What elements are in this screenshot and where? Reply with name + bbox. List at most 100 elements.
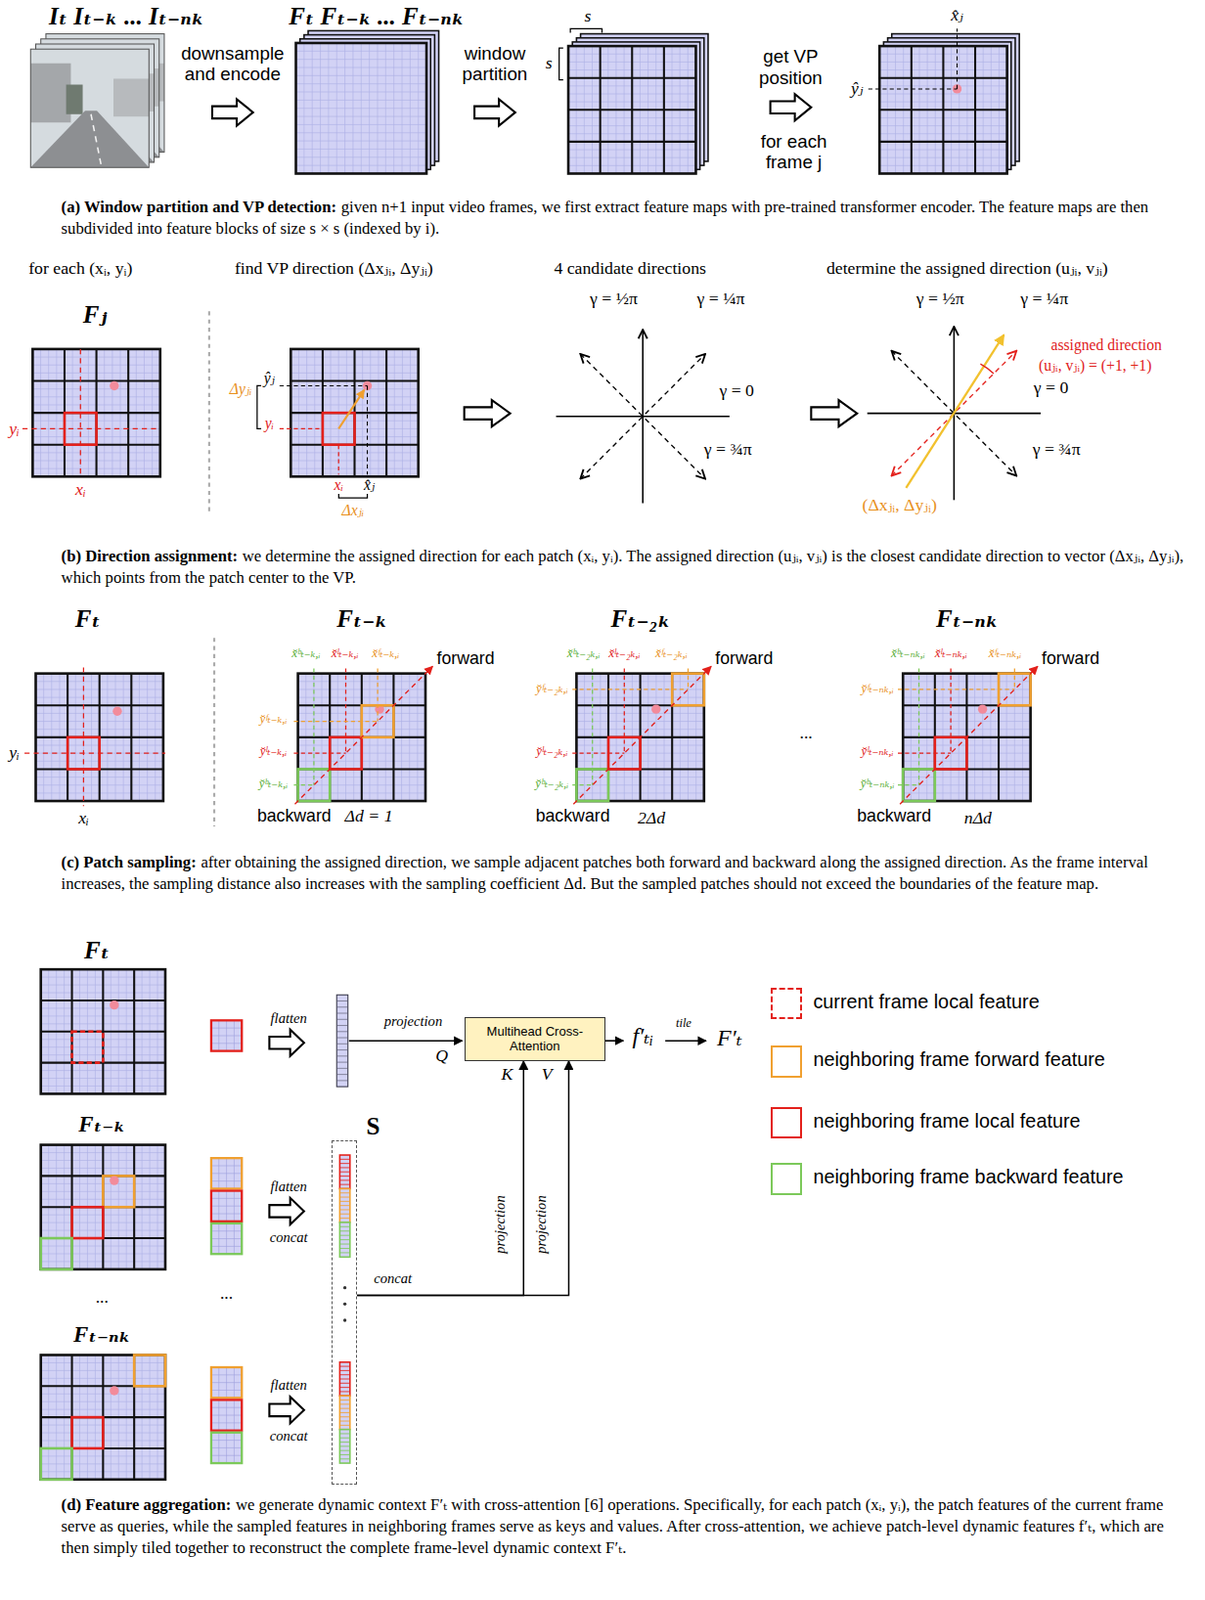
window-line [974,45,977,174]
sampled-feature-set: S [331,1140,358,1485]
tile-arrow [665,1039,707,1042]
label: F′ₜ [716,1025,743,1053]
label: projection [532,1195,549,1253]
tree [66,85,84,115]
fine-grid-line [401,43,403,175]
label: Δd = 1 [345,805,394,826]
vp-guide [366,385,368,475]
label: 4 candidate directions [553,258,706,278]
label: x̆ˡₜ₋ₖ,ᵢ [331,645,359,661]
token-line [336,1030,348,1032]
process-arrow [268,1029,304,1057]
label: y̆ᶠₜ₋ₖ,ᵢ [259,711,287,726]
label: determine the assigned direction (uⱼᵢ, v… [826,258,1109,278]
window-line [568,140,696,143]
token-line [339,1383,350,1384]
fine-grid-line [211,1455,242,1457]
feature-map-border [568,45,696,174]
fine-grid-line [211,1034,242,1036]
fine-grid-line [233,1367,235,1398]
vp-vector [905,334,1004,488]
label: projection [491,1195,509,1253]
fine-grid-line [211,1382,242,1384]
caption-heading: (c) Patch sampling: [61,852,197,872]
sample-guide [949,668,951,754]
feature-map-border [41,969,166,1094]
label: for each frame j [742,131,845,174]
connector [357,1061,569,1296]
label: 2Δd [637,807,666,828]
process-arrow [212,98,254,126]
patch-box [72,1031,104,1064]
query-arrow [349,1039,463,1042]
label: (uⱼᵢ, vⱼᵢ) = (+1, +1) [1038,357,1152,375]
token-line [339,1432,350,1434]
vp-guide [279,385,368,387]
fine-grid-line [417,43,419,175]
feature-map [568,45,696,174]
token-line [336,1068,348,1070]
fine-grid-line [296,148,428,150]
patch-icon-border [211,1158,242,1189]
token-line [339,1192,350,1194]
fine-grid-line [663,45,665,174]
fine-grid-line [131,673,133,802]
vp-guide [868,88,958,90]
label: x̆ᵇₜ₋ₖ,ᵢ [291,645,320,661]
token-line [339,1390,350,1392]
label: ... [220,1283,233,1303]
sampling-direction [899,666,1038,804]
sample-guide [572,753,625,755]
vanishing-point [109,1385,119,1395]
query-vector [336,994,348,1087]
label: s [545,52,553,73]
label: concat [373,1270,412,1288]
label: x̆ˡₜ₋₂ₖ,ᵢ [608,645,640,661]
token-line [339,1454,350,1456]
label: yᵢ [8,418,20,439]
sample-guide [1014,668,1016,690]
patch-box [102,1175,134,1207]
label: γ = ½π [589,288,638,309]
label: y̆ᶠₜ₋₂ₖ,ᵢ [535,680,569,696]
offset-bracket [338,493,367,498]
token-line [339,1437,350,1439]
caption-heading: (b) Direction assignment: [61,546,238,566]
label: for each (xᵢ, yᵢ) [28,258,133,278]
label: forward [436,648,494,669]
caption-text: after obtaining the assigned direction, … [61,852,1149,893]
patch-icon-border [211,1432,242,1464]
label: flatten [270,1010,308,1027]
patch-icon-border [211,1020,242,1051]
label: yᵢ [8,742,20,762]
token-vector [339,1188,350,1222]
label: projection [384,1013,443,1030]
label: ... [799,722,812,743]
sampling-direction [573,666,712,804]
feature-map [290,349,418,477]
fine-grid-line [376,43,378,175]
feature-map [41,1145,166,1270]
feature-map-border [296,43,428,175]
label: y̆ᵇₜ₋ₙₖ,ᵢ [860,775,895,791]
fine-grid-line [296,107,428,109]
patch-box [41,1448,73,1480]
label: Δyⱼᵢ [229,380,253,399]
label: ŷⱼ [264,369,275,388]
sample-guide [572,688,688,690]
process-arrow [464,400,511,427]
process-arrow [810,400,857,427]
token-line [339,1425,350,1427]
patch-box [41,1238,73,1270]
road [30,110,149,168]
token-line [336,1000,348,1002]
token-line [339,1175,350,1177]
token-line [336,1062,348,1064]
token-line [339,1171,350,1173]
token-line [339,1159,350,1161]
feature-map [32,349,160,477]
window-line [133,969,135,1094]
label: (Δxⱼᵢ, Δyⱼᵢ) [861,494,937,515]
label: x̆ᵇₜ₋ₙₖ,ᵢ [891,645,926,661]
